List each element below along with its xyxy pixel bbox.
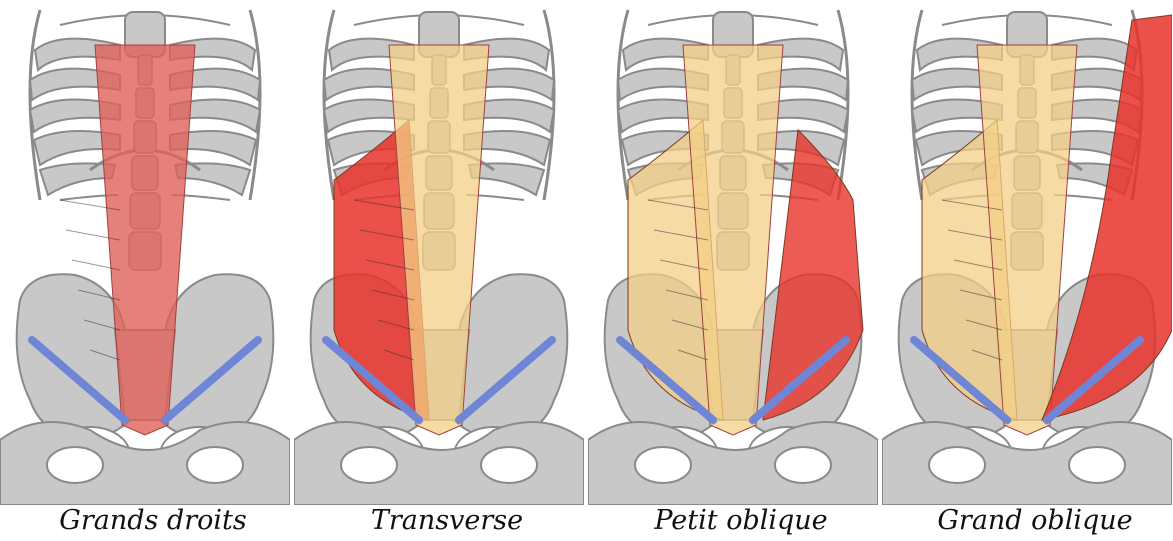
anatomy-illustration — [294, 0, 584, 505]
caption-grand-oblique: Grand oblique — [890, 505, 1173, 537]
panel-rectus-abdominis — [0, 0, 290, 541]
anatomy-illustration — [588, 0, 878, 505]
caption-grands-droits: Grands droits — [8, 505, 298, 537]
anatomy-illustration — [882, 0, 1172, 505]
panel-internal-oblique — [588, 0, 878, 541]
anatomy-illustration — [0, 0, 290, 505]
caption-transverse: Transverse — [302, 505, 592, 537]
caption-petit-oblique: Petit oblique — [596, 505, 886, 537]
panel-transverse — [294, 0, 584, 541]
panel-external-oblique — [882, 0, 1172, 541]
